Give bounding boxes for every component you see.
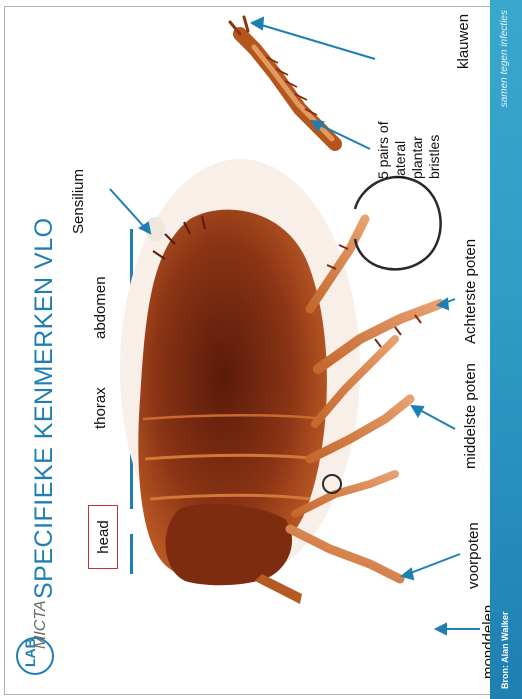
sensilium-label: Sensilium [70, 169, 87, 234]
achterste-poten-label: Achterste poten [462, 239, 479, 344]
bristles-line: lateral [392, 121, 409, 179]
footer-tagline: samen tegen infecties [499, 10, 510, 107]
bristles-line: 5 pairs of [375, 121, 392, 179]
voorpoten-label: voorpoten [465, 522, 482, 589]
voorpoten-arrow [408, 554, 460, 574]
bristles-label: 5 pairs of lateral plantar bristles [375, 121, 443, 179]
footer-source: Bron: Alan Walker [500, 612, 510, 689]
bristles-line: bristles [426, 121, 443, 179]
front-leg [290, 529, 400, 579]
footer-bar: Bron: Alan Walker samen tegen infecties [490, 0, 522, 699]
sensilium-arrow [110, 189, 146, 229]
flea-head [166, 504, 292, 585]
mouthparts [255, 574, 302, 604]
middelste-poten-arrow [418, 409, 455, 429]
middelste-poten-label: middelste poten [462, 363, 479, 469]
bristles-line: plantar [409, 121, 426, 179]
klauwen-arrow [258, 24, 375, 59]
klauwen-label: klauwen [455, 14, 472, 69]
